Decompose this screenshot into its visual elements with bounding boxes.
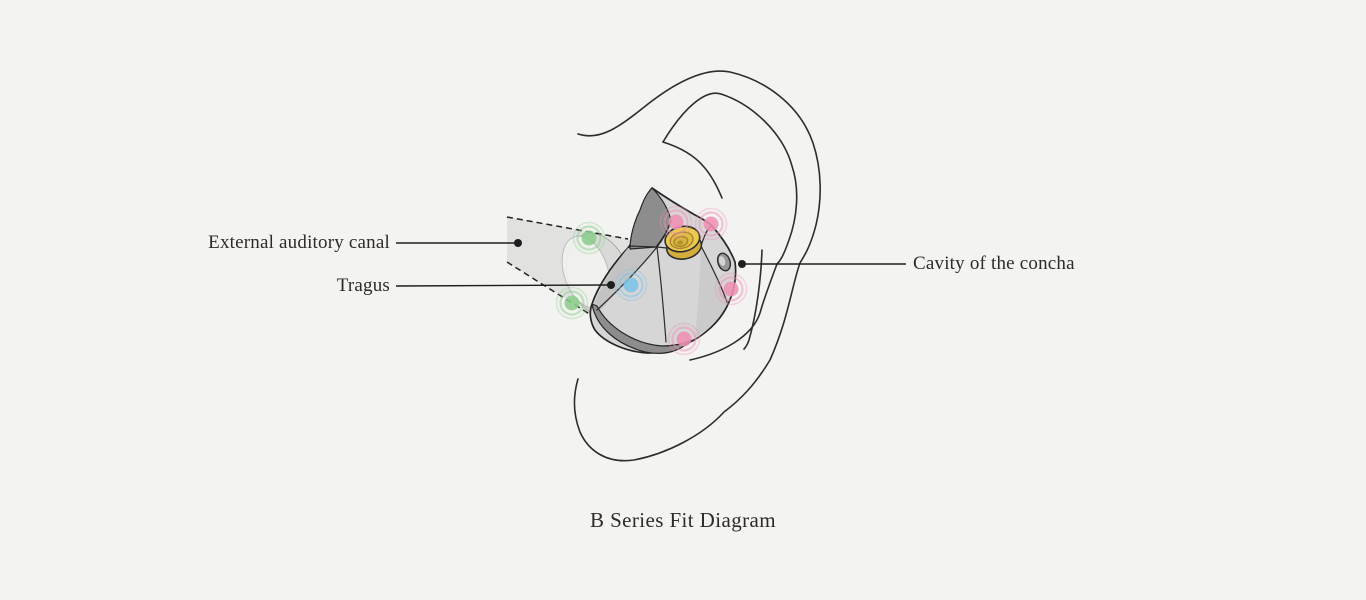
- helix-outer-contour: [573, 70, 821, 462]
- iem-vent-hole: [716, 252, 732, 272]
- canal-dashed-line-top: [506, 216, 629, 240]
- fit-point-canal-lower: [555, 286, 589, 320]
- canal-dashed-line-bottom: [506, 261, 600, 321]
- crus-of-helix: [662, 141, 723, 199]
- fit-point-concha-upper-right: [694, 207, 728, 241]
- fit-point-tragus: [614, 268, 648, 302]
- antihelix-fold: [743, 249, 763, 350]
- label-tragus: Tragus: [336, 275, 390, 296]
- iem-facet-right-shade: [695, 246, 727, 339]
- fit-point-concha-right: [714, 272, 748, 306]
- fit-point-concha-upper-left: [659, 205, 693, 239]
- fit-point-markers: [555, 205, 748, 356]
- diagram-title: B Series Fit Diagram: [590, 508, 776, 532]
- iem-top-dark-facet: [629, 187, 672, 250]
- iem-earphone: [589, 187, 737, 354]
- label-external-auditory-canal: External auditory canal: [208, 232, 390, 253]
- fit-point-concha-lower: [667, 322, 701, 356]
- callout-dot-cavity-of-the-concha: [738, 260, 746, 268]
- callout-dot-external-auditory-canal: [514, 239, 522, 247]
- callout-line-tragus: [395, 284, 609, 287]
- callout-dot-tragus: [607, 281, 615, 289]
- ear-outline: [573, 70, 821, 462]
- callouts: [395, 239, 906, 289]
- fit-point-canal-upper: [572, 221, 606, 255]
- iem-facet-left-shade: [594, 247, 657, 312]
- label-cavity-of-the-concha: Cavity of the concha: [913, 253, 1075, 274]
- helix-inner-contour: [662, 92, 798, 361]
